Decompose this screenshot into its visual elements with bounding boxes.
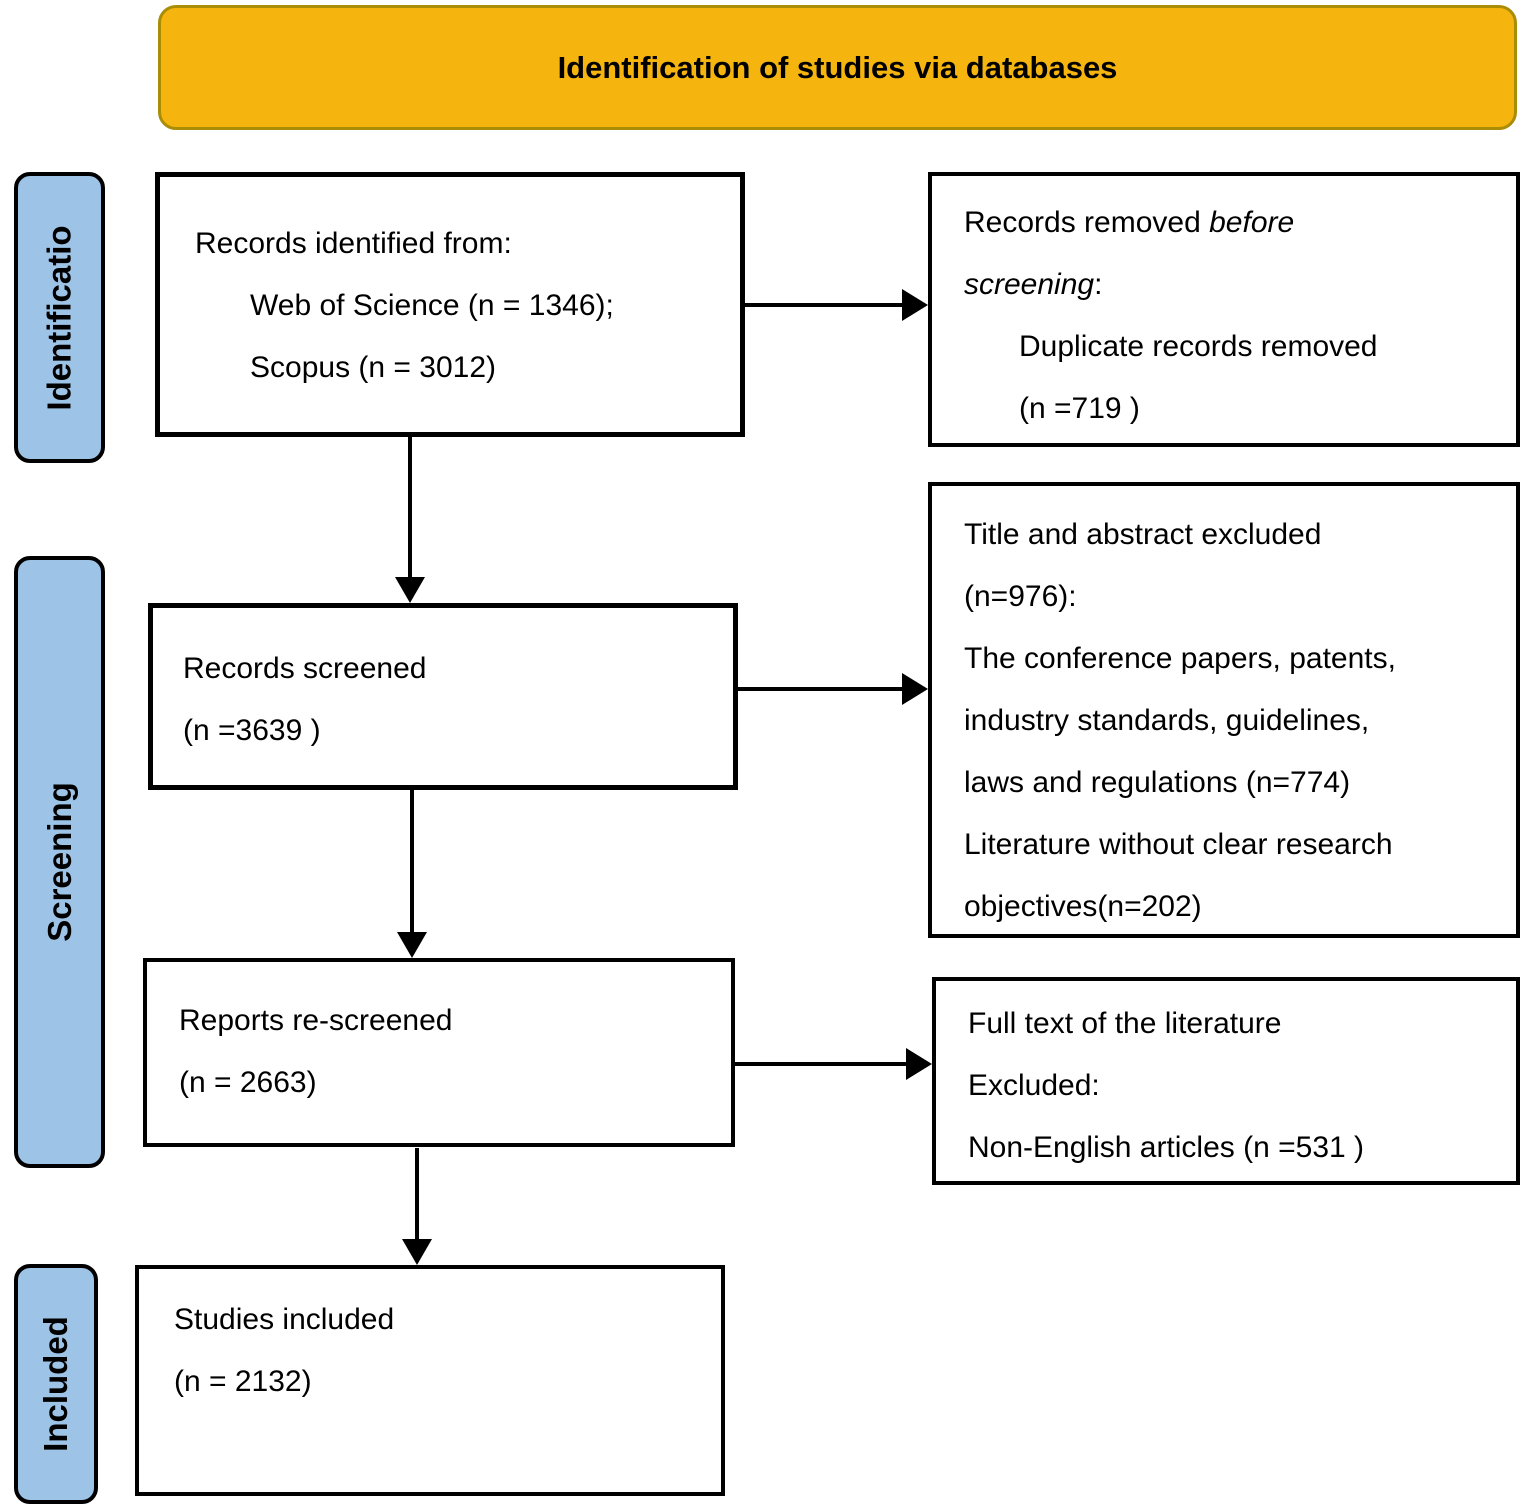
records-screened-heading: Records screened (183, 652, 427, 685)
arrow-screened-to-rescreened (397, 790, 427, 958)
box-studies-included: Studies included (n = 2132) (135, 1265, 725, 1496)
stage-label-screening: Screening (14, 556, 105, 1168)
box-records-screened: Records screened (n =3639 ) (148, 603, 738, 790)
records-removed-heading-line2: screening: (964, 254, 1501, 316)
records-removed-regular-text: Records removed (964, 206, 1210, 239)
arrowhead-right-icon (902, 673, 928, 705)
arrow-shaft (410, 790, 414, 938)
box-reports-rescreened: Reports re-screened (n = 2663) (143, 958, 735, 1147)
arrow-rescreened-to-included (402, 1148, 432, 1265)
title-abstract-line-4: industry standards, guidelines, (964, 704, 1370, 737)
arrow-shaft (738, 687, 906, 691)
arrow-screened-to-titleabstract (738, 673, 928, 705)
arrow-identified-to-screened (395, 437, 425, 603)
reports-rescreened-count: (n = 2663) (179, 1066, 317, 1099)
box-records-identified: Records identified from: Web of Science … (155, 172, 745, 437)
arrow-identified-to-removed (745, 289, 928, 321)
records-identified-scopus: Scopus (n = 3012) (250, 351, 496, 384)
arrowhead-right-icon (906, 1048, 932, 1080)
stage-label-identification: Identificatio (14, 172, 105, 463)
box-records-removed: Records removed before screening: Duplic… (928, 172, 1520, 447)
records-removed-heading-line1: Records removed before (964, 192, 1501, 254)
stage-label-included-text: Included (37, 1316, 74, 1452)
arrow-shaft (735, 1062, 910, 1066)
arrowhead-down-icon (402, 1239, 432, 1265)
box-title-abstract-excluded: Title and abstract excluded (n=976): The… (928, 482, 1520, 938)
title-abstract-line-2: (n=976): (964, 580, 1077, 613)
records-removed-italic-before: before (1209, 206, 1295, 239)
duplicate-records-removed: Duplicate records removed (1019, 330, 1378, 363)
arrowhead-right-icon (902, 289, 928, 321)
stage-label-identification-text: Identificatio (40, 224, 78, 411)
title-abstract-line-3: The conference papers, patents, (964, 642, 1396, 675)
header-title: Identification of studies via databases (557, 49, 1118, 85)
title-abstract-line-6: Literature without clear research (964, 828, 1393, 861)
title-abstract-line-5: laws and regulations (n=774) (964, 766, 1351, 799)
reports-rescreened-heading: Reports re-screened (179, 1004, 453, 1037)
arrow-shaft (415, 1148, 419, 1245)
records-identified-web-of-science: Web of Science (n = 1346); (250, 289, 614, 322)
stage-label-included: Included (14, 1264, 98, 1504)
records-removed-italic-screening: screening (964, 268, 1095, 301)
arrowhead-down-icon (397, 932, 427, 958)
fulltext-excluded-line-2: Excluded: (968, 1069, 1100, 1102)
stage-label-screening-text: Screening (40, 782, 78, 942)
arrow-shaft (745, 303, 906, 307)
records-identified-heading: Records identified from: (195, 227, 512, 260)
fulltext-excluded-line-3: Non-English articles (n =531 ) (968, 1131, 1365, 1164)
title-abstract-line-1: Title and abstract excluded (964, 518, 1322, 551)
studies-included-count: (n = 2132) (174, 1365, 312, 1398)
header-banner: Identification of studies via databases (158, 5, 1517, 130)
box-fulltext-excluded: Full text of the literature Excluded: No… (932, 977, 1520, 1185)
arrow-rescreened-to-fulltext (735, 1048, 932, 1080)
studies-included-heading: Studies included (174, 1303, 395, 1336)
title-abstract-line-7: objectives(n=202) (964, 890, 1202, 923)
arrow-shaft (408, 437, 412, 583)
fulltext-excluded-line-1: Full text of the literature (968, 1007, 1282, 1040)
duplicate-records-count: (n =719 ) (1019, 392, 1140, 425)
arrowhead-down-icon (395, 577, 425, 603)
records-removed-colon: : (1094, 268, 1103, 301)
records-screened-count: (n =3639 ) (183, 714, 321, 747)
